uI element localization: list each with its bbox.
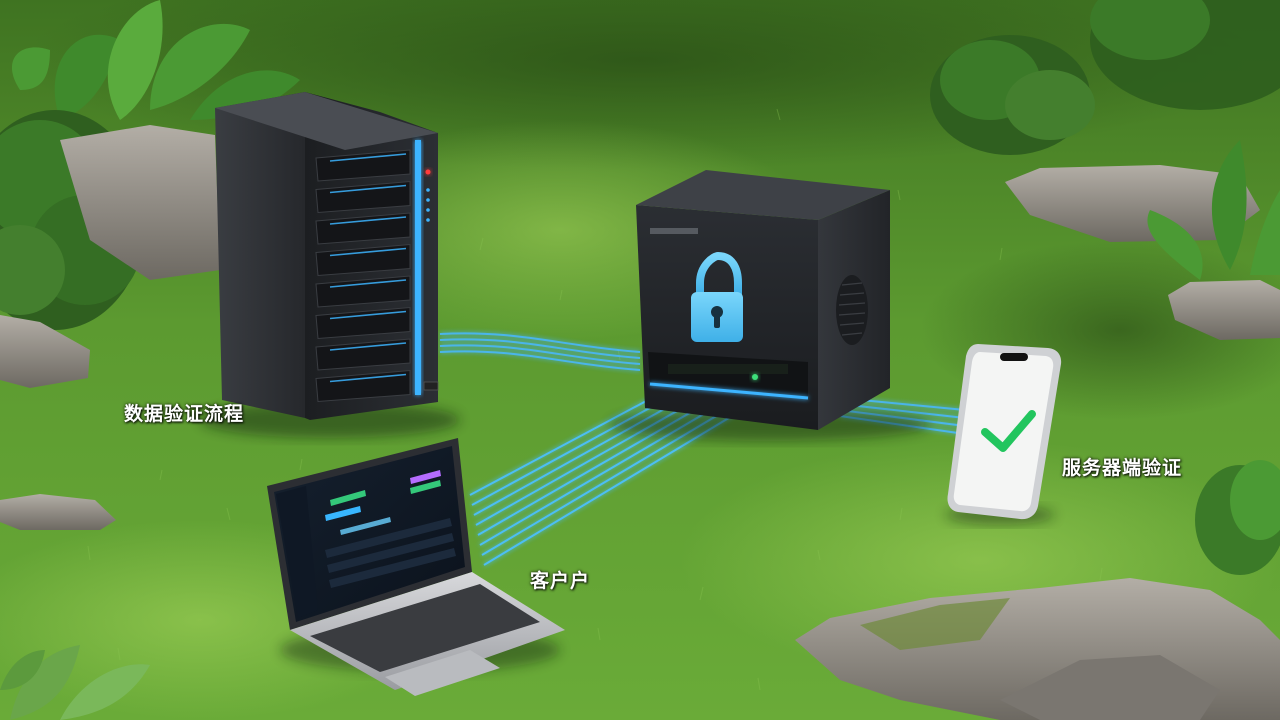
drive-bay [315, 243, 411, 277]
drive-bay [315, 212, 411, 245]
check-icon [981, 410, 1036, 452]
security-hub [610, 170, 930, 441]
drive-bay [315, 306, 411, 340]
rock-right-mid [1168, 280, 1280, 340]
drive-bay-light [329, 373, 407, 383]
drive-bay-light [329, 184, 407, 194]
drive-bay [315, 180, 411, 214]
drive-bay-light [329, 279, 407, 288]
drive-bay [315, 275, 411, 308]
drive-bay-light [329, 310, 407, 320]
plant-right [1147, 140, 1280, 280]
laptop-screen-ui [276, 470, 456, 618]
drive-bay-light [329, 216, 407, 225]
drive-bay [315, 338, 411, 371]
status-leds [423, 169, 439, 391]
plant-back-left [11, 0, 300, 120]
rock-left-mid [0, 315, 90, 388]
tree-branches [1090, 0, 1280, 110]
lock-icon [691, 251, 743, 342]
rock-back-left [60, 125, 220, 280]
drive-bays [315, 149, 411, 403]
smartphone [945, 344, 1062, 525]
cable-server-to-hub [439, 332, 641, 371]
label-client: 客户户 [530, 570, 591, 592]
rock-front-right [795, 578, 1280, 720]
drive-bay [315, 369, 411, 403]
rock-right-back [1005, 165, 1260, 242]
drive-bay-light [329, 342, 407, 351]
label-data-verification-flow: 数据验证流程 [124, 403, 245, 425]
drive-bay-light [329, 153, 407, 162]
plant-front-left [0, 645, 150, 720]
label-server-verification: 服务器端验证 [1062, 457, 1183, 479]
rock-left-low [0, 494, 116, 530]
drive-bay [315, 149, 411, 182]
drive-bay-light [329, 247, 407, 257]
bush-right-back [930, 35, 1095, 155]
laptop [267, 438, 565, 696]
plant-right-low [1195, 460, 1280, 575]
